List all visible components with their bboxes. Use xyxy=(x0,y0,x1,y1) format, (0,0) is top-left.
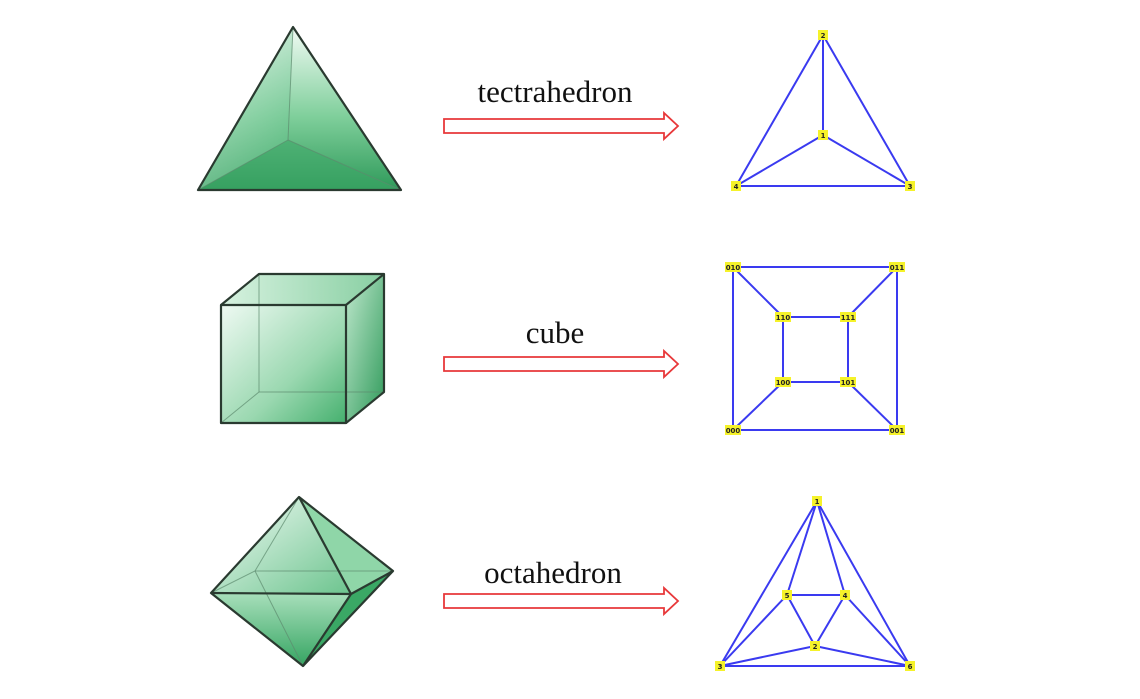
vertex-label: 011 xyxy=(889,262,905,272)
svg-text:2: 2 xyxy=(813,643,818,651)
svg-text:000: 000 xyxy=(726,427,741,435)
tetrahedron-graph: 2 1 4 3 xyxy=(731,30,915,191)
cube-arrow xyxy=(443,348,680,380)
svg-text:111: 111 xyxy=(841,314,856,322)
svg-text:6: 6 xyxy=(908,663,913,671)
svg-text:101: 101 xyxy=(841,379,856,387)
vertex-label: 4 xyxy=(731,181,741,191)
vertex-label: 001 xyxy=(889,425,905,435)
octahedron-caption: octahedron xyxy=(484,555,622,590)
svg-text:1: 1 xyxy=(815,498,820,506)
svg-text:110: 110 xyxy=(776,314,791,322)
vertex-label: 000 xyxy=(725,425,741,435)
vertex-label: 5 xyxy=(782,590,792,600)
vertex-label: 6 xyxy=(905,661,915,671)
tetrahedron-caption: tectrahedron xyxy=(478,74,633,109)
svg-text:4: 4 xyxy=(734,183,739,191)
svg-text:1: 1 xyxy=(821,132,826,140)
tetrahedron-arrow xyxy=(443,110,680,142)
vertex-label: 3 xyxy=(905,181,915,191)
vertex-label: 111 xyxy=(840,312,856,322)
svg-text:100: 100 xyxy=(776,379,791,387)
octahedron-graph: 1 5 4 2 3 6 xyxy=(715,496,915,671)
vertex-label: 110 xyxy=(775,312,791,322)
vertex-label: 100 xyxy=(775,377,791,387)
vertex-label: 4 xyxy=(840,590,850,600)
vertex-label: 010 xyxy=(725,262,741,272)
vertex-label: 2 xyxy=(810,641,820,651)
svg-text:001: 001 xyxy=(890,427,905,435)
vertex-label: 101 xyxy=(840,377,856,387)
octahedron-solid xyxy=(209,495,395,668)
svg-text:010: 010 xyxy=(726,264,741,272)
cube-caption: cube xyxy=(526,315,585,350)
octahedron-arrow xyxy=(443,585,680,617)
vertex-label: 1 xyxy=(812,496,822,506)
vertex-label: 3 xyxy=(715,661,725,671)
svg-text:2: 2 xyxy=(821,32,826,40)
svg-text:4: 4 xyxy=(843,592,848,600)
cube-graph: 010 011 110 111 100 101 000 001 xyxy=(725,262,905,435)
svg-text:011: 011 xyxy=(890,264,905,272)
cube-solid xyxy=(219,272,386,425)
svg-text:5: 5 xyxy=(785,592,790,600)
vertex-label: 1 xyxy=(818,130,828,140)
svg-text:3: 3 xyxy=(718,663,723,671)
vertex-label: 2 xyxy=(818,30,828,40)
tetrahedron-solid xyxy=(196,25,403,192)
svg-text:3: 3 xyxy=(908,183,913,191)
